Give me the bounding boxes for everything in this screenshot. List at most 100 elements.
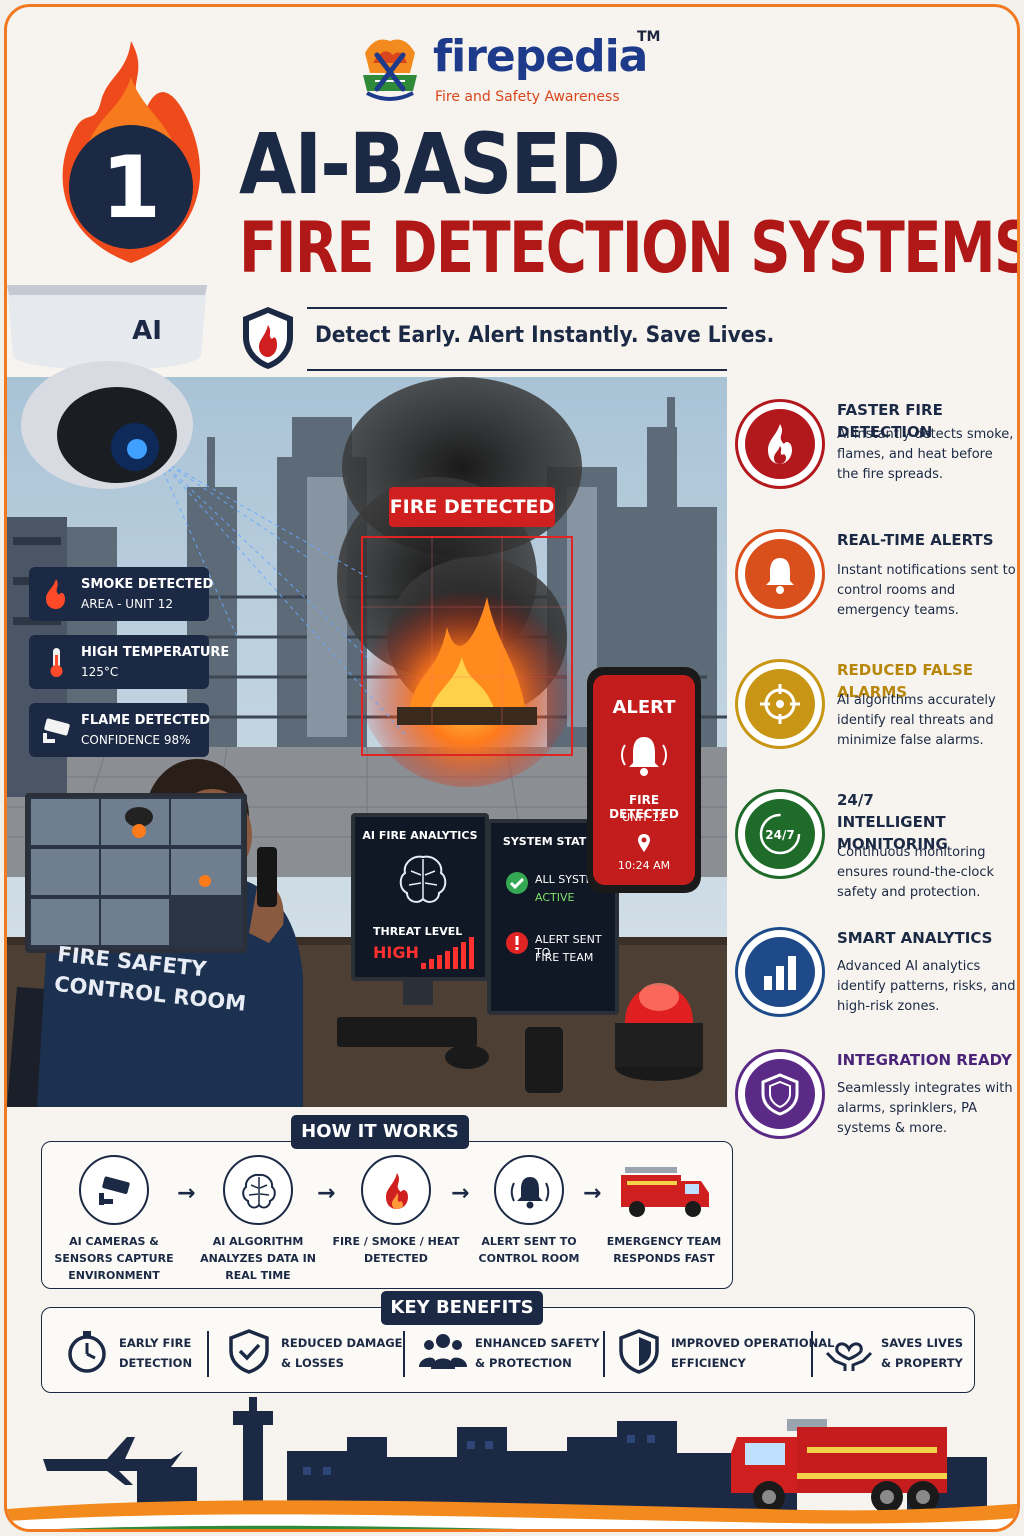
feature-smart-analytics: SMART ANALYTICS Advanced AI analytics id… [733,927,1017,1037]
heart-hands-icon [825,1342,873,1371]
mobile-phone-alert: ALERT FIRE DETECTED UNIT 12 10:24 AM [587,667,701,893]
arrow-right-icon: → [317,1181,336,1206]
check-icon [506,872,528,894]
step-label: AI CAMERAS & SENSORS CAPTURE ENVIRONMENT [54,1235,174,1282]
stopwatch-icon [68,1331,106,1373]
feature-icon-ring [735,1049,825,1139]
benefit-label: ENHANCED SAFETY & PROTECTION [475,1333,600,1373]
arrow-right-icon: → [177,1181,196,1206]
camera-ai-label: AI [132,316,162,346]
benefit-line-2: DETECTION [119,1356,193,1370]
overlay-3-title: FLAME DETECTED [81,713,211,728]
step-icon-circle [223,1155,293,1225]
status-title: SYSTEM STATUS [502,835,604,848]
tagline-divider-bottom [307,369,727,371]
bell-icon [766,558,794,594]
benefit-label: IMPROVED OPERATIONAL EFFICIENCY [671,1333,834,1373]
bell-icon [510,1177,550,1209]
ai-analytics-monitor: AI FIRE ANALYTICS THREAT LEVEL HIGH [351,813,489,981]
cctv-feeds [31,799,241,945]
clock-24-7-icon: 24/7 [759,813,801,855]
flame-icon [386,1173,408,1209]
ai-dome-camera: AI [7,285,207,489]
benefit-divider [811,1331,813,1377]
title-line-1: AI-BASED [239,115,621,213]
phone-screen: ALERT FIRE DETECTED UNIT 12 10:24 AM [593,675,695,885]
warning-icon [506,932,528,954]
brain-icon [399,855,447,903]
feature-icon-ring [735,927,825,1017]
feature-icon-ring [735,529,825,619]
phone-alert-title: ALERT [612,697,676,718]
brand-tagline: Fire and Safety Awareness [435,89,620,105]
feature-description: Advanced AI analytics identify patterns,… [837,959,1016,1014]
brain-icon [242,1173,276,1209]
benefit-line-1: SAVES LIVES [881,1336,964,1350]
feature-title: SMART ANALYTICS [837,929,993,947]
benefit-operational-efficiency: IMPROVED OPERATIONAL EFFICIENCY [615,1323,834,1383]
fire-detected-label: FIRE DETECTED [389,487,555,527]
benefit-line-2: & PROPERTY [881,1356,963,1370]
feature-faster-detection: FASTER FIRE DETECTION AI instantly detec… [733,399,1017,509]
shield-flame-icon [243,307,293,369]
flame-number-badge: 1 [62,41,201,263]
benefit-line-2: & PROTECTION [475,1356,572,1370]
trademark: TM [637,29,661,45]
step-label: AI ALGORITHM ANALYZES DATA IN REAL TIME [200,1235,316,1282]
status-item-1-line2: ACTIVE [535,891,575,904]
shield-check-icon [229,1329,269,1374]
benefit-saves-lives: SAVES LIVES & PROPERTY [825,1323,965,1383]
overlay-smoke-detected: SMOKE DETECTED AREA - UNIT 12 [29,567,213,621]
clock-24-7-text: 24/7 [765,828,794,842]
phone-time: 10:24 AM [617,859,671,872]
benefit-line-1: ENHANCED SAFETY [475,1336,600,1350]
feature-icon-ring [735,399,825,489]
brand-logo: firepedia TM Fire and Safety Awareness [355,29,660,109]
overlay-3-detail: CONFIDENCE 98% [81,733,191,747]
benefit-line-2: & LOSSES [281,1356,344,1370]
overlay-2-title: HIGH TEMPERATURE [81,645,230,660]
benefit-divider [403,1331,405,1377]
overlay-2-detail: 125°C [81,665,119,679]
benefit-line-1: EARLY FIRE [119,1336,192,1350]
benefit-early-detection: EARLY FIRE DETECTION [63,1323,203,1383]
benefit-enhanced-safety: ENHANCED SAFETY & PROTECTION [419,1323,600,1383]
feature-icon-ring: 24/7 [735,789,825,879]
phone-fire-detected: FIRE DETECTED [609,793,679,821]
people-icon [419,1334,467,1369]
tagline: Detect Early. Alert Instantly. Save Live… [315,323,775,348]
feature-title: 24/7 INTELLIGENT MONITORING [837,791,948,853]
threat-bars [421,937,474,969]
brand-name: firepedia [433,31,648,82]
overlay-1-detail: AREA - UNIT 12 [81,597,174,611]
overlay-1-title: SMOKE DETECTED [81,577,214,592]
feature-real-time-alerts: REAL-TIME ALERTS Instant notifications s… [733,529,1017,639]
step-label: ALERT SENT TO CONTROL ROOM [478,1235,580,1265]
feature-title: INTEGRATION READY [837,1051,1012,1069]
flame-icon [46,579,65,609]
threat-level-label: THREAT LEVEL [373,925,463,938]
feature-description: Continuous monitoring ensures round-the-… [837,845,995,900]
key-benefits-panel [41,1307,975,1393]
key-benefits-heading: KEY BENEFITS [381,1291,543,1325]
camera-icon [43,718,70,743]
arrow-right-icon: → [583,1181,602,1206]
benefit-label: SAVES LIVES & PROPERTY [881,1333,963,1373]
shield-icon [619,1329,659,1374]
benefit-divider [207,1331,209,1377]
status-item-2-line1: ALERT SENT TO [535,933,602,959]
feature-24-7-monitoring: 24/7 24/7 INTELLIGENT MONITORING Continu… [733,789,1017,900]
benefit-line-1: IMPROVED OPERATIONAL [671,1336,835,1350]
benefit-label: REDUCED DAMAGE& LOSSES [281,1333,403,1373]
step-icon-circle [79,1155,149,1225]
feature-title: FASTER FIRE DETECTION [837,401,943,441]
location-pin-icon [638,834,650,852]
step-label: FIRE / SMOKE / HEAT DETECTED [332,1235,460,1265]
benefit-label: EARLY FIRE DETECTION [119,1333,192,1373]
feature-description: AI instantly detects smoke, flames, and … [837,427,1014,482]
benefit-line-2: EFFICIENCY [671,1356,746,1370]
step-icon-circle [494,1155,564,1225]
title-line-2: FIRE DETECTION SYSTEMS [239,207,1020,289]
firepedia-logo-icon [363,39,417,101]
badge-number: 1 [101,138,161,238]
